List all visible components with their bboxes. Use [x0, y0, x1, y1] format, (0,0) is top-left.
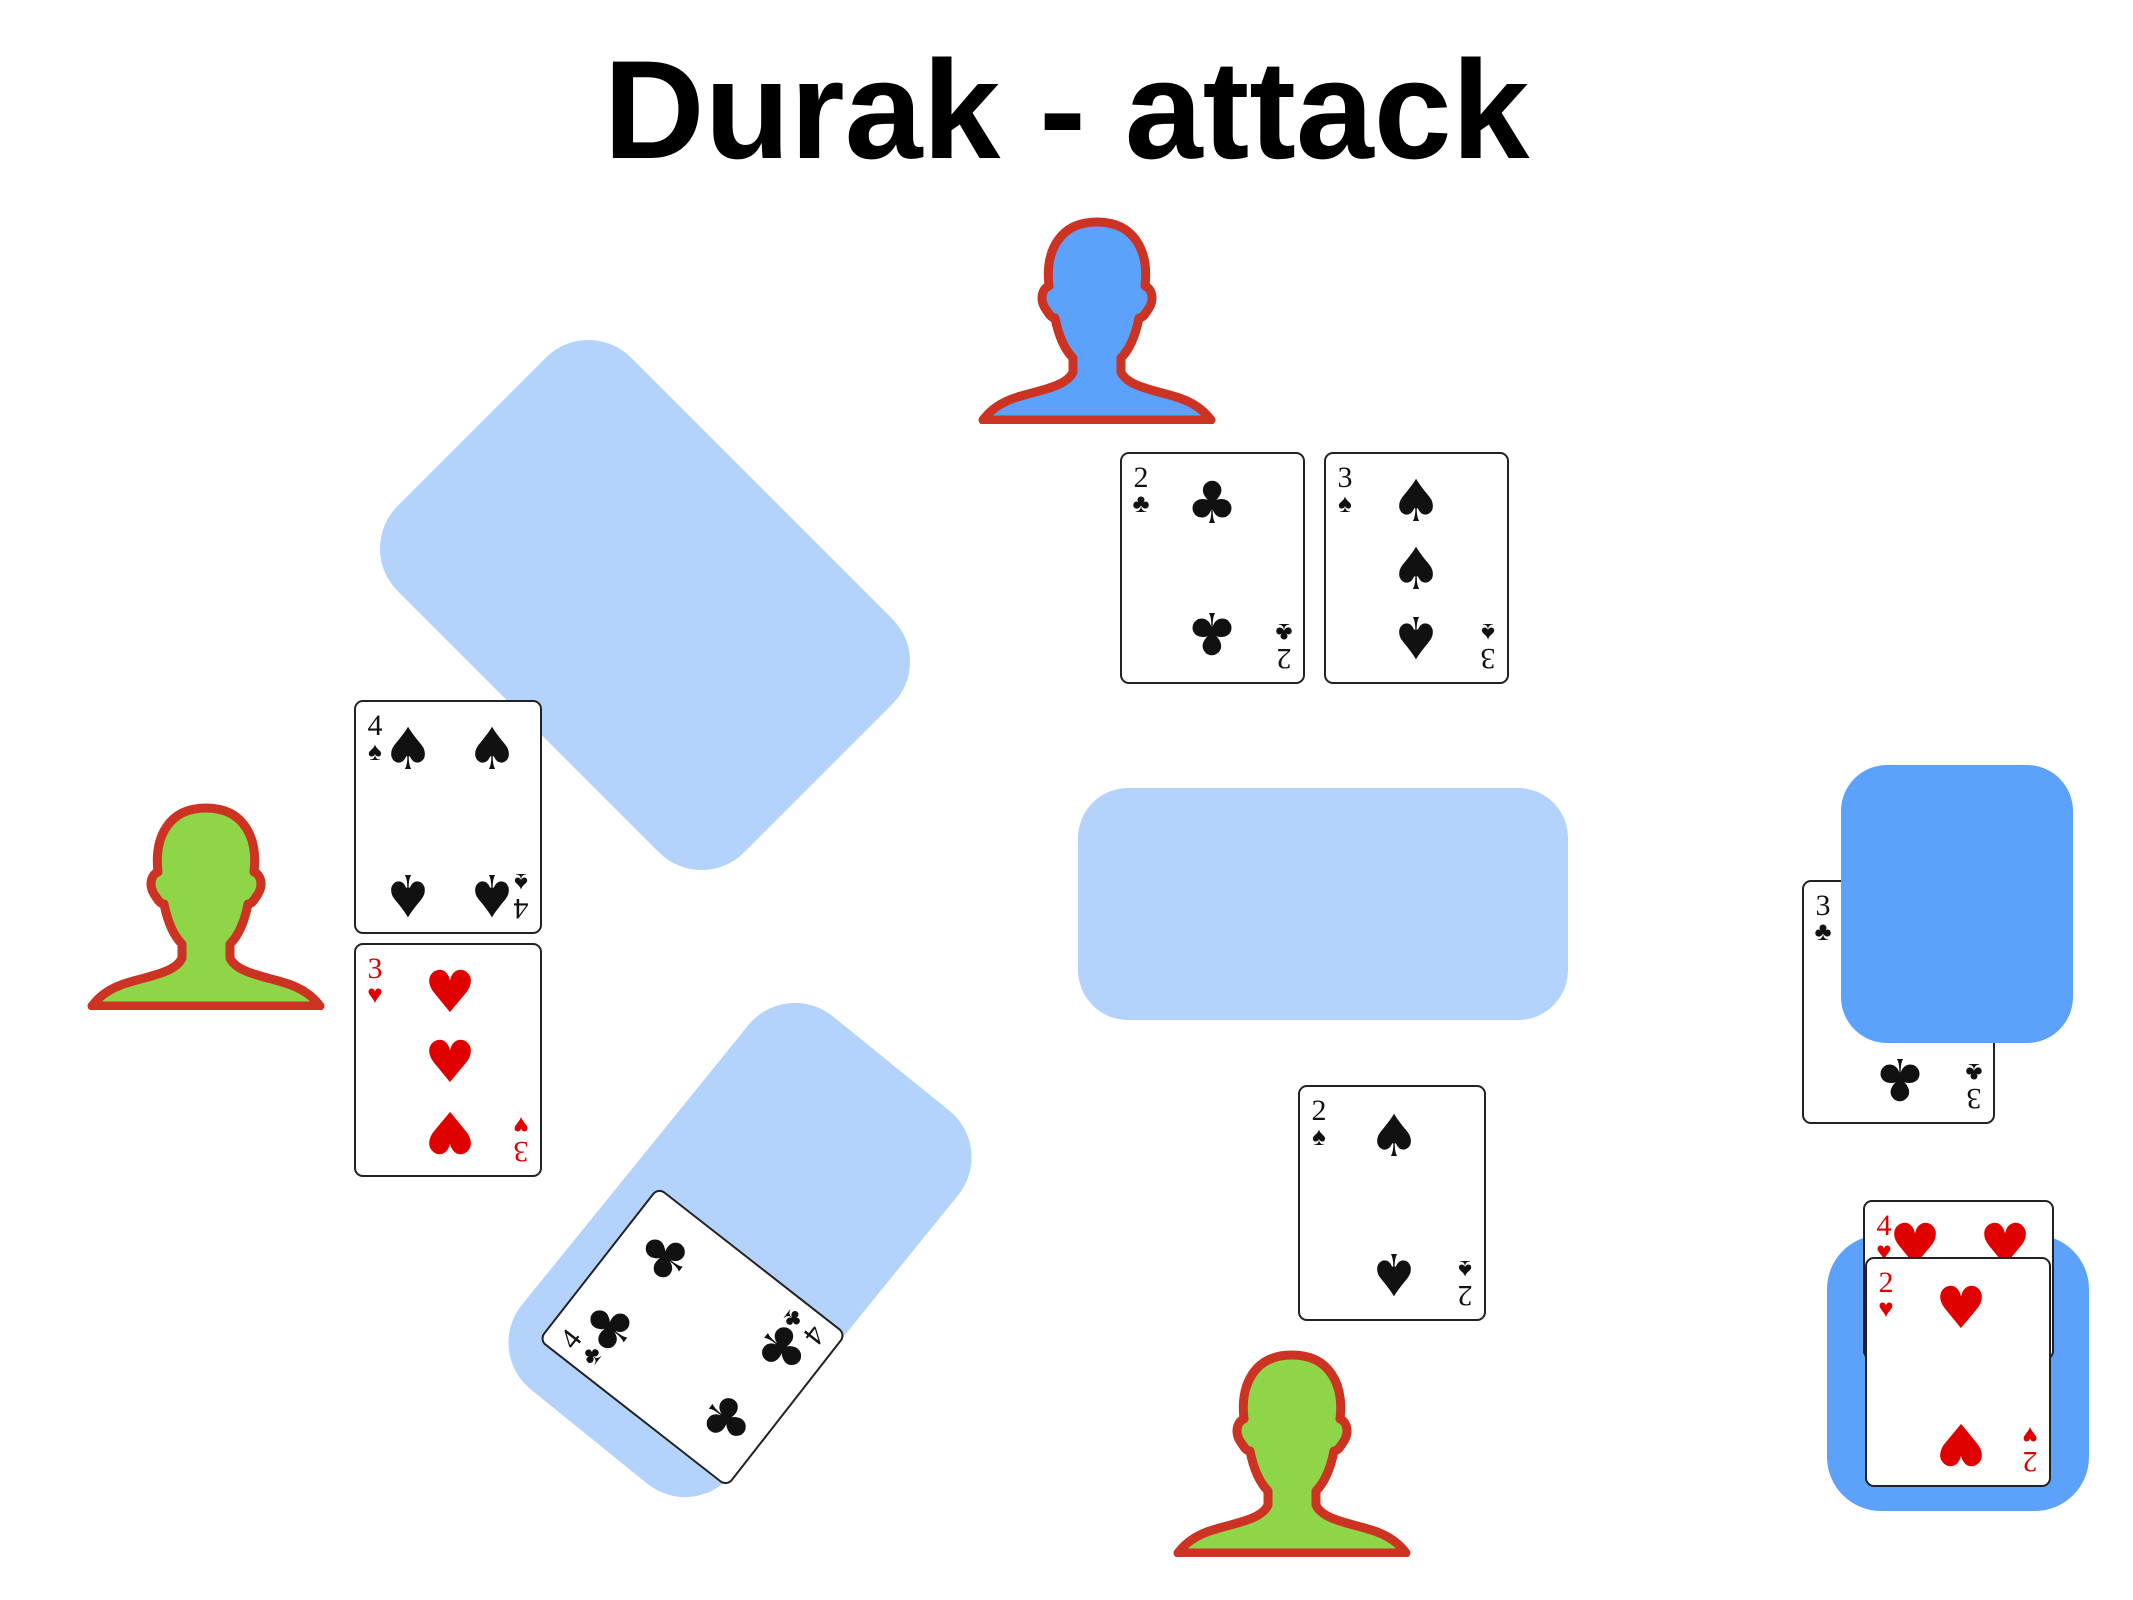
card-2-clubs[interactable]: 2♣ ♣ ♣ 2♣	[1120, 452, 1305, 684]
person-silhouette-icon	[87, 803, 325, 1010]
club-pip: ♣	[1874, 1045, 1926, 1113]
heart-pip: ♥	[1935, 1410, 1987, 1478]
discard-card-2-hearts[interactable]: 2♥ ♥ ♥ 2♥	[1865, 1257, 2051, 1487]
spade-pip: ♠	[466, 715, 518, 783]
heart-pip: ♥	[1935, 1274, 1987, 1342]
spade-pip: ♠	[1390, 603, 1442, 671]
card-4-spades[interactable]: 4♠ ♠ ♠ ♠ ♠ 4♠	[354, 700, 542, 934]
player-left-avatar	[87, 803, 325, 1010]
deck-card-back[interactable]	[1841, 765, 2073, 1043]
card-3-spades[interactable]: 3♠ ♠ ♠ ♠ 3♠	[1324, 452, 1509, 684]
card-2-spades[interactable]: 2♠ ♠ ♠ 2♠	[1298, 1085, 1486, 1321]
club-pip: ♣	[1186, 599, 1238, 667]
heart-pip: ♥	[424, 1098, 476, 1166]
club-pip: ♣	[622, 1215, 708, 1299]
player-top-avatar	[978, 217, 1216, 424]
spade-pip: ♠	[1390, 467, 1442, 535]
person-silhouette-icon	[1173, 1350, 1411, 1557]
spade-pip: ♠	[1390, 535, 1442, 603]
page-title: Durak - attack	[603, 31, 1530, 188]
spade-pip: ♠	[382, 715, 434, 783]
club-pip: ♣	[1186, 469, 1238, 537]
player-bottom-avatar	[1173, 1350, 1411, 1557]
club-pip: ♣	[683, 1377, 770, 1461]
heart-pip: ♥	[424, 958, 476, 1026]
heart-pip: ♥	[424, 1028, 476, 1096]
person-silhouette-icon	[978, 217, 1216, 424]
card-3-hearts[interactable]: 3♥ ♥ ♥ ♥ 3♥	[354, 943, 542, 1177]
spade-pip: ♠	[1368, 1102, 1420, 1170]
spade-pip: ♠	[382, 861, 434, 929]
spade-pip: ♠	[1368, 1240, 1420, 1308]
center-play-zone[interactable]	[1078, 788, 1568, 1020]
